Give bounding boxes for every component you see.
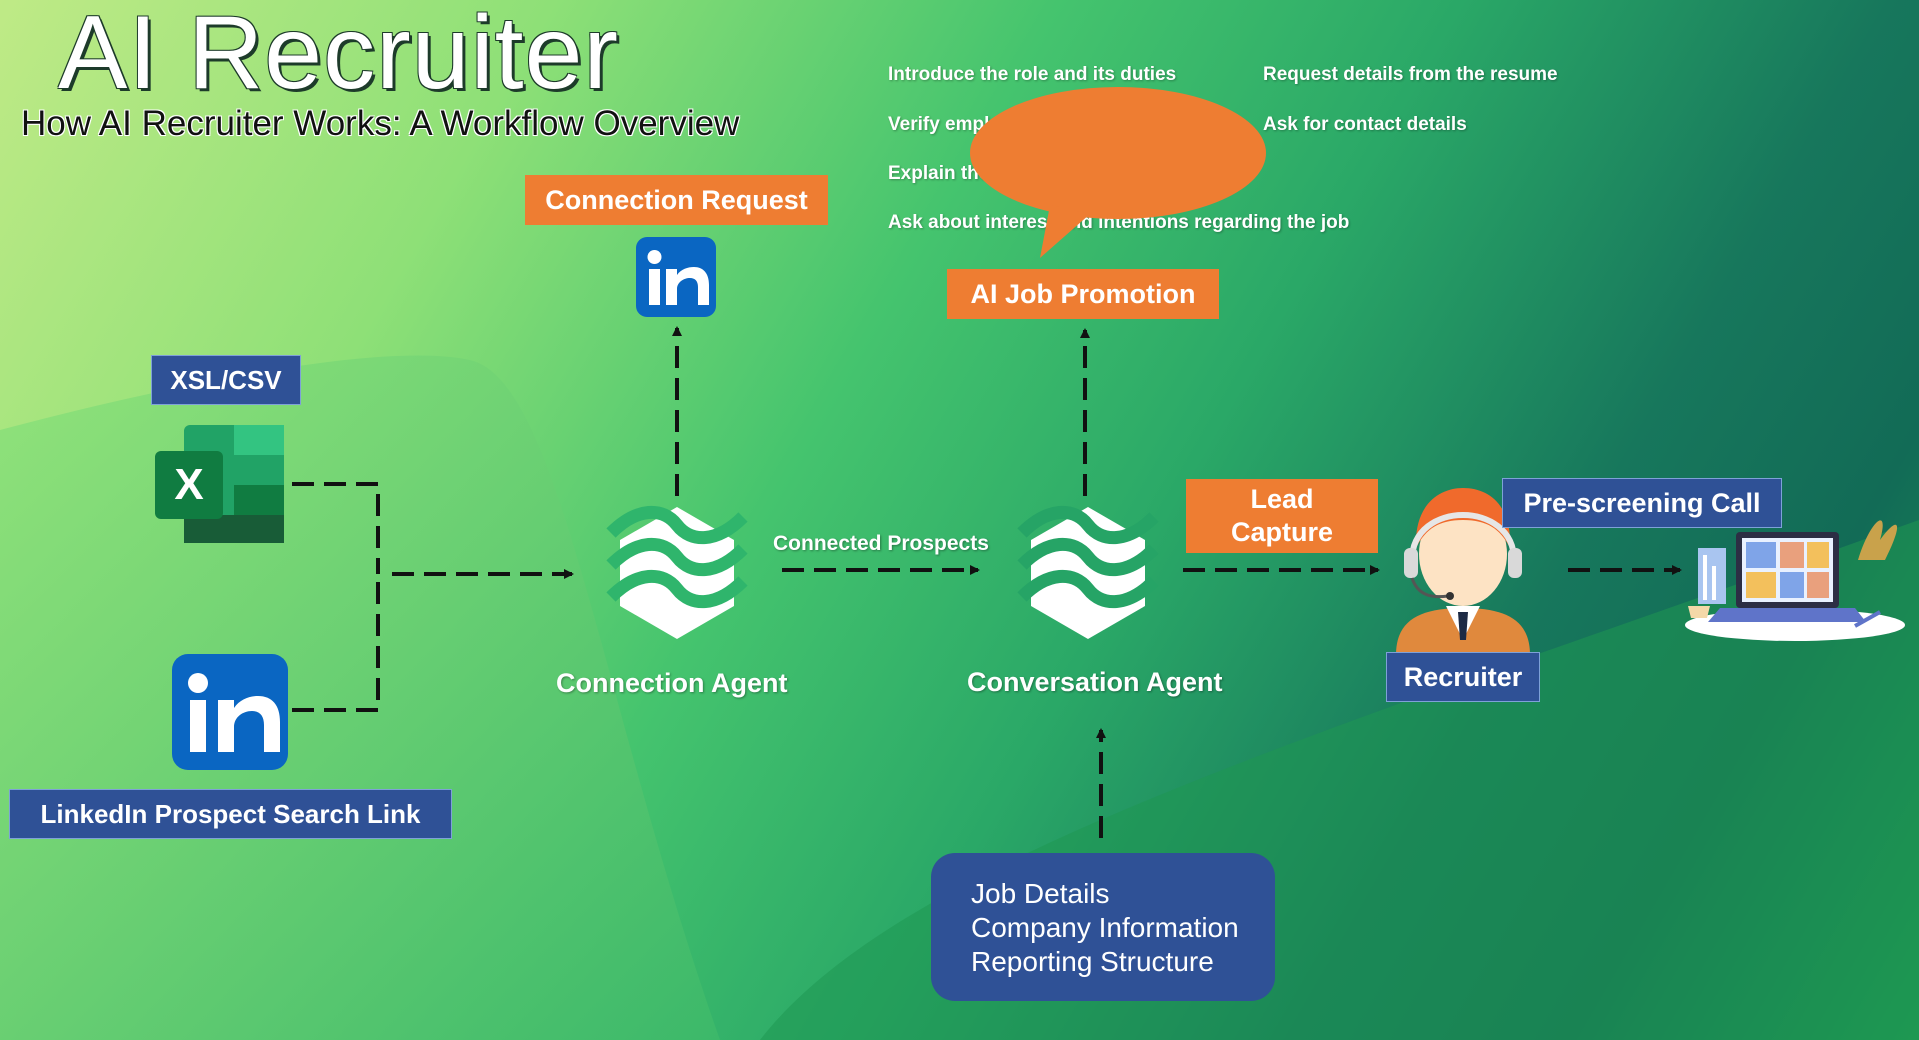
speech-bubble-shape — [970, 87, 1266, 258]
bullet-right-1: Request details from the resume — [1263, 64, 1558, 85]
connector-linkedin — [292, 574, 380, 712]
context-line-company-info: Company Information — [971, 912, 1239, 943]
context-line-job-details: Job Details — [971, 878, 1110, 909]
svg-text:X: X — [174, 460, 203, 509]
linkedin-icon-request — [636, 237, 716, 317]
video-call-laptop-icon — [1685, 520, 1905, 641]
page-subtitle: How AI Recruiter Works: A Workflow Overv… — [21, 104, 740, 143]
page-title: AI Recruiter — [58, 0, 620, 111]
context-line-reporting: Reporting Structure — [971, 946, 1214, 977]
bullet-left-4: Ask about interest and intentions regard… — [888, 212, 1350, 233]
connector-excel — [292, 482, 380, 574]
conversation-agent-label: Conversation Agent — [967, 667, 1223, 697]
job-context-box: Job Details Company Information Reportin… — [931, 853, 1275, 1001]
bullet-right-2: Ask for contact details — [1263, 114, 1467, 135]
linkedin-input-tag: LinkedIn Prospect Search Link — [9, 789, 452, 839]
lead-capture-tag: Lead Capture — [1186, 479, 1378, 553]
connection-agent-label: Connection Agent — [556, 668, 788, 698]
lead-capture-line1: Lead — [1250, 484, 1314, 514]
bullet-left-1: Introduce the role and its duties — [888, 64, 1177, 85]
conversation-agent-logo-icon — [1017, 506, 1159, 639]
excel-input-tag: XSL/CSV — [151, 355, 301, 405]
connection-request-tag: Connection Request — [525, 175, 828, 225]
recruiter-avatar-icon — [1396, 488, 1530, 655]
linkedin-icon-input — [172, 654, 288, 770]
ai-job-promotion-tag: AI Job Promotion — [947, 269, 1219, 319]
recruiter-tag: Recruiter — [1386, 652, 1540, 702]
excel-icon: X — [155, 425, 284, 543]
connection-agent-logo-icon — [606, 506, 748, 639]
prescreening-tag: Pre-screening Call — [1502, 478, 1782, 528]
lead-capture-line2: Capture — [1230, 517, 1333, 547]
connected-prospects-label: Connected Prospects — [773, 532, 989, 555]
